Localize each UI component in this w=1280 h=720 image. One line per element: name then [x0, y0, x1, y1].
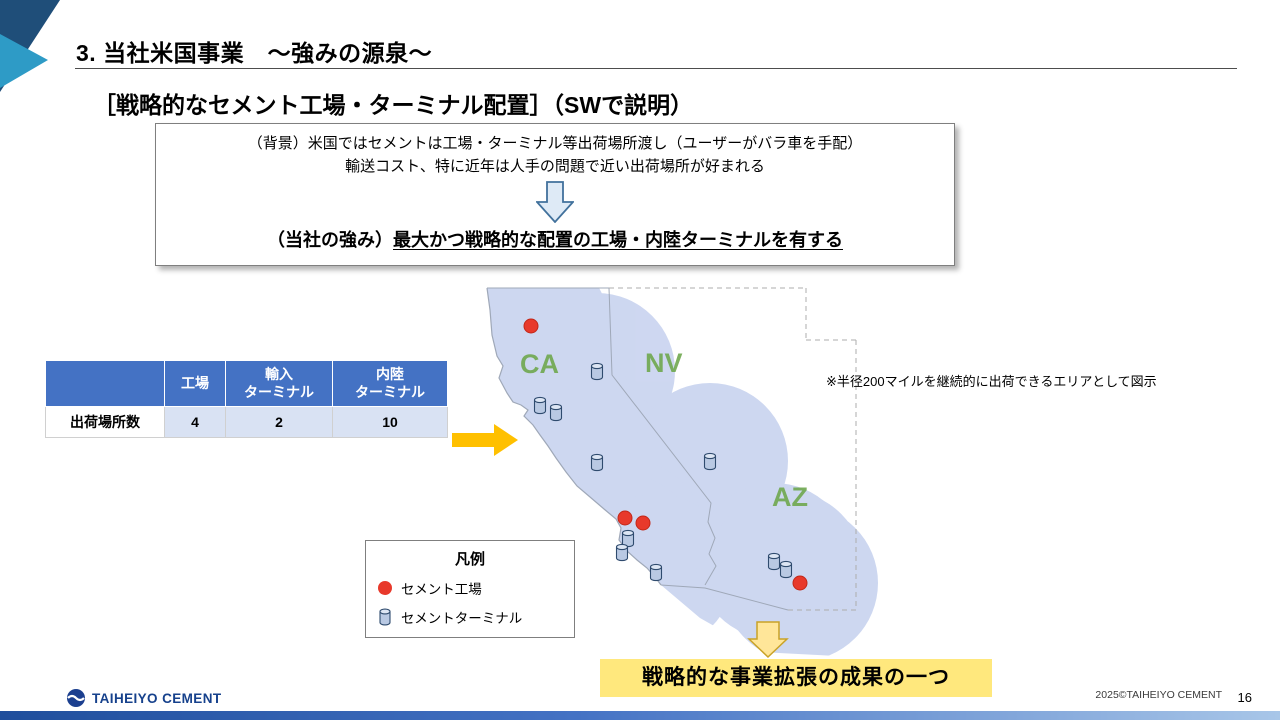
table-corner-cell — [45, 360, 165, 407]
cement-terminal-marker — [779, 560, 793, 579]
map-legend: 凡例 セメント工場 セメントターミナル — [365, 540, 575, 638]
cement-terminal-icon — [379, 608, 391, 625]
background-line1: （背景）米国ではセメントは工場・ターミナル等出荷場所渡し（ユーザーがバラ車を手配… — [247, 135, 863, 152]
table-value-import-terminals: 2 — [225, 406, 333, 438]
map-radius-note: ※半径200マイルを継続的に出荷できるエリアとして図示 — [826, 374, 1157, 389]
title-divider — [75, 68, 1237, 69]
map-markers — [523, 318, 808, 591]
legend-terminal-label: セメントターミナル — [401, 611, 523, 626]
section-subtitle: ［戦略的なセメント工場・ターミナル配置］（SWで説明） — [93, 92, 694, 118]
cement-terminal-marker — [767, 552, 781, 571]
strength-main: 最大かつ戦略的な配置の工場・内陸ターミナルを有する — [393, 230, 843, 250]
cement-terminal-marker — [615, 543, 629, 562]
state-label-ca: CA — [520, 349, 559, 379]
logo-mark-icon — [67, 689, 85, 707]
legend-item-terminal: セメントターミナル — [378, 607, 562, 627]
shipping-locations-table: 工場 輸入 ターミナル 内陸 ターミナル 出荷場所数 4 2 10 — [45, 360, 448, 438]
table-header-plant: 工場 — [164, 360, 226, 407]
arrow-to-map-icon — [452, 424, 518, 456]
legend-plant-label: セメント工場 — [401, 582, 482, 597]
cement-terminal-marker — [549, 403, 563, 422]
down-arrow-icon — [536, 181, 574, 223]
service-area-map: CA NV AZ — [452, 287, 878, 660]
strength-prefix: （当社の強み） — [267, 230, 393, 250]
table-header-row: 工場 輸入 ターミナル 内陸 ターミナル — [45, 360, 448, 407]
bottom-accent-bar — [0, 711, 1280, 720]
table-header-inland-terminal: 内陸 ターミナル — [332, 360, 448, 407]
copyright-text: 2025©TAIHEIYO CEMENT — [1095, 689, 1222, 701]
logo-text: TAIHEIYO CEMENT — [92, 690, 222, 706]
cement-terminal-marker — [590, 362, 604, 381]
legend-item-plant: セメント工場 — [378, 578, 562, 598]
table-value-plants: 4 — [164, 406, 226, 438]
background-line2: 輸送コスト、特に近年は人手の問題で近い出荷場所が好まれる — [345, 157, 765, 175]
cement-terminal-marker — [649, 563, 663, 582]
cement-plant-marker — [635, 515, 651, 531]
table-value-inland-terminals: 10 — [332, 406, 448, 438]
state-label-nv: NV — [645, 348, 683, 378]
table-data-row: 出荷場所数 4 2 10 — [45, 406, 448, 438]
table-header-import-terminal: 輸入 ターミナル — [225, 360, 333, 407]
cement-plant-marker — [792, 575, 808, 591]
cement-terminal-marker — [533, 396, 547, 415]
block-arrow-shape — [536, 181, 574, 223]
page-number: 16 — [1237, 690, 1252, 705]
down-arrow-to-conclusion-icon — [747, 621, 789, 659]
taiheiyo-cement-logo: TAIHEIYO CEMENT — [66, 688, 222, 708]
legend-title: 凡例 — [454, 551, 485, 568]
page-title: 3. 当社米国事業 ～強みの源泉～ — [76, 40, 433, 66]
cement-terminal-marker — [703, 452, 717, 471]
cement-plant-icon — [378, 581, 392, 595]
cement-plant-marker — [523, 318, 539, 334]
strength-statement: （当社の強み）最大かつ戦略的な配置の工場・内陸ターミナルを有する — [164, 226, 946, 252]
corner-decoration — [0, 0, 60, 92]
table-row-label: 出荷場所数 — [45, 406, 165, 438]
conclusion-highlight: 戦略的な事業拡張の成果の一つ — [600, 659, 992, 697]
cement-terminal-marker — [621, 529, 635, 548]
california-borders — [487, 287, 789, 611]
cement-terminal-marker — [590, 453, 604, 472]
background-explanation-box: （背景）米国ではセメントは工場・ターミナル等出荷場所渡し（ユーザーがバラ車を手配… — [155, 123, 955, 266]
cement-plant-marker — [617, 510, 633, 526]
state-label-az: AZ — [772, 482, 808, 512]
corner-triangle-teal — [0, 34, 48, 88]
